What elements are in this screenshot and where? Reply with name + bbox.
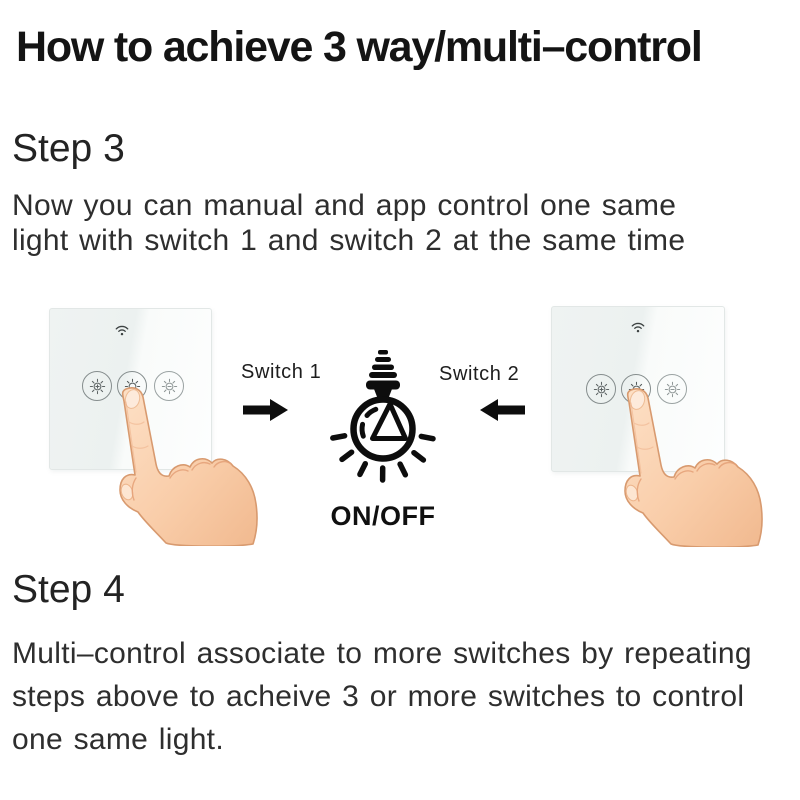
step4-line1: Multi–control associate to more switches…: [12, 637, 752, 670]
onoff-label: ON/OFF: [330, 501, 436, 531]
bulb-rays: [330, 433, 436, 483]
brightness-up-icon: [593, 381, 610, 398]
switch1-label: Switch 1: [241, 361, 322, 383]
brightness-up-button: [82, 371, 112, 401]
brightness-up-icon: [89, 378, 106, 395]
step3-line2: light with switch 1 and switch 2 at the …: [12, 224, 686, 257]
brightness-down-icon: [664, 381, 681, 398]
brightness-down-icon: [161, 378, 178, 395]
step3-heading: Step 3: [12, 127, 125, 170]
step3-line1: Now you can manual and app control one s…: [12, 189, 677, 222]
brightness-down-button: [657, 374, 687, 404]
light-bulb-icon: [330, 350, 436, 483]
pointing-hand-icon: [96, 386, 261, 546]
arrow-right-icon: [243, 399, 288, 421]
pointing-hand-icon: [601, 387, 766, 547]
switch2-label: Switch 2: [439, 363, 520, 385]
step4-heading: Step 4: [12, 568, 125, 611]
brightness-down-button: [154, 371, 184, 401]
wifi-icon: [631, 321, 645, 333]
step4-line3: one same light.: [12, 723, 224, 756]
brightness-up-button: [586, 374, 616, 404]
step4-body: Multi–control associate to more switches…: [12, 632, 752, 761]
page-title: How to achieve 3 way/multi–control: [16, 23, 703, 71]
arrow-left-icon: [480, 399, 525, 421]
step4-line2: steps above to acheive 3 or more switche…: [12, 680, 745, 713]
wifi-icon: [115, 324, 129, 336]
step3-body: Now you can manual and app control one s…: [12, 188, 685, 258]
